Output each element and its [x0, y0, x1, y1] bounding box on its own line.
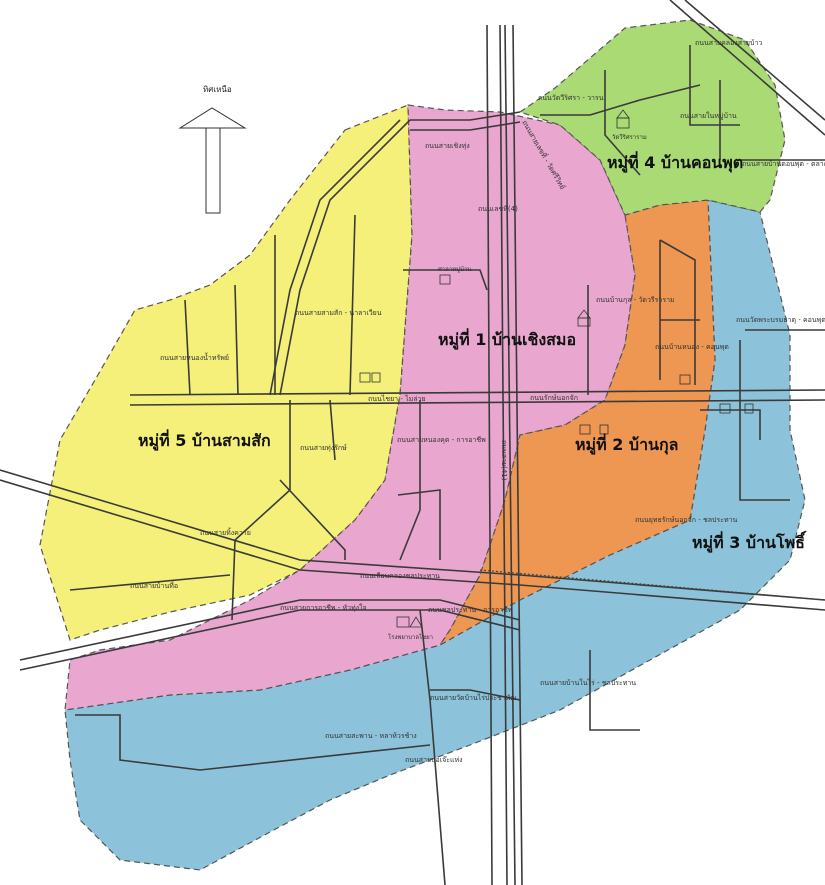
road-label-r25: ถนนสายวัดบ้านไร่ประชาพัฒ: [430, 693, 517, 702]
hospital-label: โรงพยาบาลไชยา: [388, 633, 433, 641]
v5-road-e[interactable]: [184, 299, 191, 396]
highway-41-west-edge[interactable]: [486, 24, 493, 885]
v1-road-north-2[interactable]: [410, 121, 521, 131]
v4-road-a[interactable]: [540, 84, 701, 116]
v3-road-c[interactable]: [589, 650, 640, 731]
v1-road-w[interactable]: [399, 400, 421, 561]
road-label-r06: ถนนสายบ้านตอนพุต - ตลาดไชยา: [742, 159, 825, 168]
road-label-r12: ถนนบ้านหนอง - คอนพุต: [655, 343, 729, 351]
building-marker-c[interactable]: [679, 374, 754, 414]
v5-road-g[interactable]: [231, 400, 291, 621]
places: วัดวีริศราราม ศาลาหมู่บ้าน โรงพยาบาลไชยา: [359, 109, 754, 641]
road-label-r15: ถนนสายหนองคุต - การอาชีพ: [397, 436, 486, 444]
v5-road-f[interactable]: [234, 284, 239, 396]
highway-4-west-edge[interactable]: [504, 24, 516, 885]
road-label-r01: ถนนสายคลองสายบ้าว: [695, 39, 762, 47]
building-marker-d[interactable]: [577, 309, 591, 327]
village3-label: หมู่ที่ 3 บ้านโพธิ์: [692, 531, 807, 554]
v2-road-b[interactable]: [659, 239, 696, 385]
temple-label: วัดวีริศราราม: [612, 133, 647, 141]
road-label-r26: ถนนสายสะพาน - หลาห้วรช้าง: [325, 732, 417, 740]
school-label: ศาลาหมู่บ้าน: [438, 266, 471, 273]
v5-road-b[interactable]: [269, 119, 401, 396]
temple-marker[interactable]: วัดวีริศราราม: [612, 109, 647, 141]
village-labels: หมู่ที่ 1 บ้านเชิงสมอ หมู่ที่ 2 บ้านกุล …: [138, 151, 807, 554]
road-label-r10: ถนนสายสามสัก - นาลาเวียน: [295, 309, 382, 317]
diagonal-road-ne-2[interactable]: [684, 0, 825, 121]
north-arrow-shaft: [205, 127, 221, 214]
north-label: ทิศเหนือ: [203, 85, 232, 94]
v4-road-b[interactable]: [604, 70, 641, 176]
canal-road-1[interactable]: [0, 469, 825, 601]
zone-village1[interactable]: [64, 104, 636, 711]
road-label-r16: ถนนสายทุ่งรักษ์: [300, 444, 347, 452]
road-label-r23: ถนนชลประทาน - การอาชีพ: [428, 606, 513, 614]
main-road-south-edge[interactable]: [129, 399, 825, 406]
village4-label: หมู่ที่ 4 บ้านคอนพุต: [607, 151, 743, 174]
road-label-r18: ถนนสาย(41): [500, 440, 508, 481]
zone-village4[interactable]: [518, 19, 786, 216]
road-label-r17: ถนนสายทิ้งควาย: [200, 526, 251, 537]
v3-road-d[interactable]: [75, 714, 431, 771]
v5-road-d[interactable]: [349, 214, 356, 396]
road-label-r27: ถนนสายบ่อเจ๊ะแห่ง: [405, 756, 463, 764]
v5-road-j[interactable]: [69, 574, 231, 591]
north-arrow: ทิศเหนือ: [178, 85, 247, 214]
v5-road-a[interactable]: [279, 119, 411, 396]
v1-road-v[interactable]: [419, 609, 446, 885]
hospital-marker[interactable]: โรงพยาบาลไชยา: [388, 616, 433, 641]
canal-road-2[interactable]: [0, 479, 825, 611]
building-marker-a[interactable]: [359, 372, 381, 383]
sw-road-1[interactable]: [19, 599, 521, 661]
v1-road-x[interactable]: [403, 269, 488, 291]
v5-road-i[interactable]: [329, 399, 336, 461]
road-label-r09: ถนนวัดพระบรมธาตุ - คอนพุต: [736, 316, 825, 324]
road-label-r21: ถนนเลียบคลองชลประทาน: [360, 572, 440, 580]
sw-road-2[interactable]: [19, 609, 521, 671]
road-label-r11: ถนนสายหนองน้ำทรัพย์: [160, 351, 229, 362]
school-marker[interactable]: ศาลาหมู่บ้าน: [438, 266, 471, 285]
v3-road-a[interactable]: [739, 340, 790, 501]
road-label-r20: ถนนสายบ้านที่อ: [130, 581, 178, 590]
v4-road-c[interactable]: [689, 45, 740, 126]
road-label-r07: ถนนเลขที่(4): [478, 204, 518, 213]
north-arrow-head: [178, 107, 247, 129]
village1-label: หมู่ที่ 1 บ้านเชิงสมอ: [438, 328, 576, 351]
road-label-r04: ถนนสายเชิงทุ่ง: [425, 142, 470, 150]
building-marker-b[interactable]: [579, 424, 609, 435]
village2-label: หมู่ที่ 2 บ้านกุล: [575, 433, 678, 456]
v1-road-u[interactable]: [430, 689, 521, 701]
road-label-r14: ถนนรักษ์นอกจัก: [530, 394, 578, 402]
road-label-r22: ถนนสายการอาชีพ - หัวทุ่งใจ: [280, 603, 367, 612]
railway-line: [479, 569, 825, 601]
road-label-r03: ถนนสายในหมู่บ้าน: [680, 111, 737, 120]
main-road-north-edge[interactable]: [129, 389, 825, 396]
road-labels: ถนนสายคลองสายบ้าว ถนนวัดวีริศรา - วารน ถ…: [130, 39, 825, 764]
highway-41-east-edge[interactable]: [499, 24, 508, 885]
road-label-r24: ถนนสายบ้านในไร่ - ชลประทาน: [540, 678, 636, 687]
road-label-r13: ถนนไชยา - ไมล่าย: [368, 394, 426, 403]
diagonal-road-ne-1[interactable]: [669, 0, 825, 136]
v1-road-north[interactable]: [410, 111, 521, 121]
v1-road-z[interactable]: [397, 489, 441, 560]
village5-label: หมู่ที่ 5 บ้านสามสัก: [138, 429, 271, 452]
village-zones: [39, 19, 806, 871]
highway-4-east-edge[interactable]: [512, 24, 523, 885]
v5-road-h[interactable]: [279, 479, 346, 560]
road-label-r02: ถนนวัดวีริศรา - วารน: [538, 94, 604, 102]
road-label-r19: ถนนยุทธรักษ์นอกจัก - ชลประทาน: [635, 516, 738, 524]
road-label-r08: ถนนบ้านกุล - วัดวรีราราม: [596, 296, 675, 304]
